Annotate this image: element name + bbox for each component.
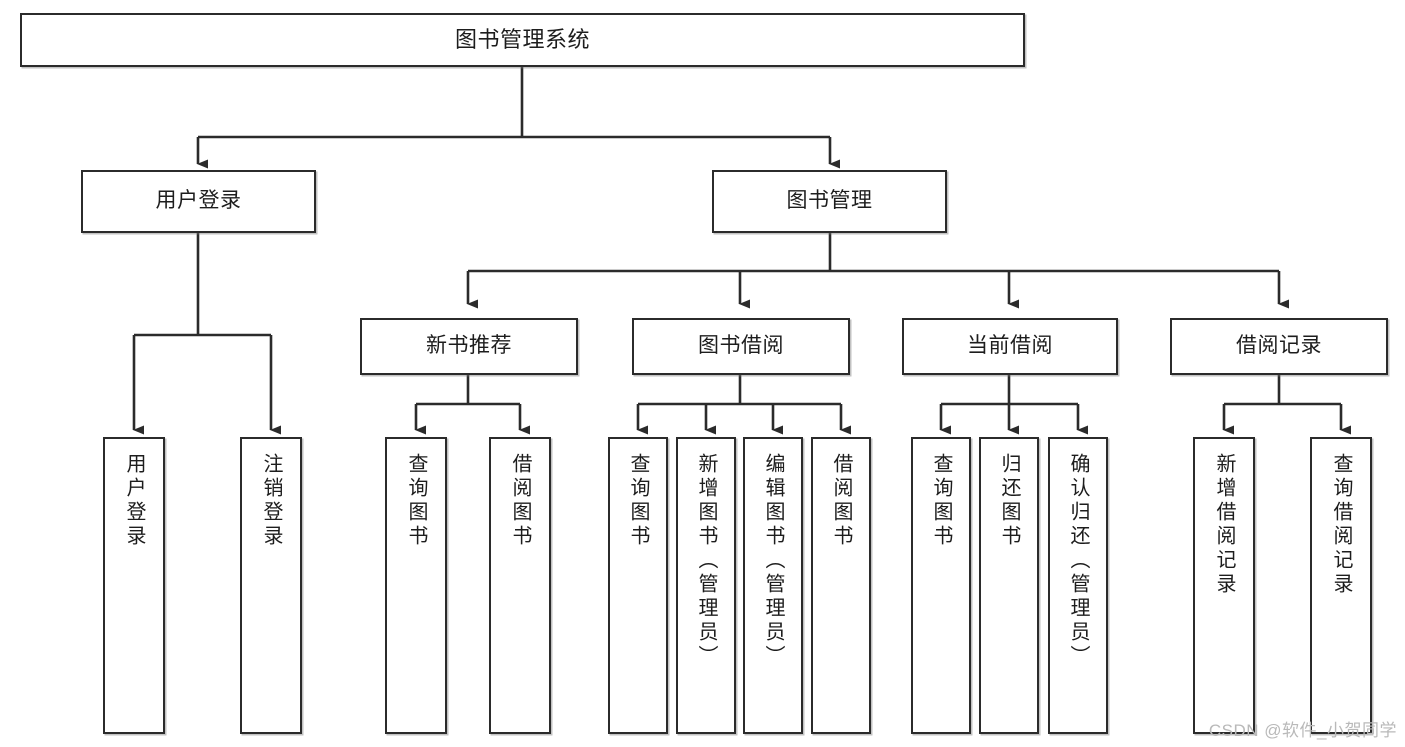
node-borrow-record-label: 借阅记录 — [1236, 334, 1322, 358]
leaf-current-borrow-confirm[interactable]: 确认归还（管理员） — [1048, 437, 1108, 734]
node-current-borrow[interactable]: 当前借阅 — [902, 318, 1118, 375]
node-book-management[interactable]: 图书管理 — [712, 170, 947, 233]
leaf-book-borrow-query[interactable]: 查询图书 — [608, 437, 668, 734]
leaf-label: 编辑图书（管理员） — [762, 453, 784, 669]
node-book-borrow-label: 图书借阅 — [698, 334, 784, 358]
leaf-borrow-record-add[interactable]: 新增借阅记录 — [1193, 437, 1255, 734]
node-user-login[interactable]: 用户登录 — [81, 170, 316, 233]
leaf-user-login-login[interactable]: 用户登录 — [103, 437, 165, 734]
node-root[interactable]: 图书管理系统 — [20, 13, 1025, 67]
node-borrow-record[interactable]: 借阅记录 — [1170, 318, 1388, 375]
node-root-label: 图书管理系统 — [454, 27, 590, 53]
leaf-user-login-logout[interactable]: 注销登录 — [240, 437, 302, 734]
leaf-label: 归还图书 — [998, 453, 1020, 549]
node-book-management-label: 图书管理 — [786, 189, 873, 213]
leaf-label: 借阅图书 — [830, 453, 852, 549]
leaf-label: 查询图书 — [627, 453, 649, 549]
node-new-book-recommend[interactable]: 新书推荐 — [360, 318, 578, 375]
leaf-book-borrow-add[interactable]: 新增图书（管理员） — [676, 437, 736, 734]
leaf-label: 注销登录 — [260, 453, 282, 549]
leaf-borrow-record-query[interactable]: 查询借阅记录 — [1310, 437, 1372, 734]
node-user-login-label: 用户登录 — [155, 189, 242, 213]
leaf-label: 查询借阅记录 — [1330, 453, 1352, 597]
leaf-label: 新增借阅记录 — [1213, 453, 1235, 597]
leaf-label: 借阅图书 — [509, 453, 531, 549]
leaf-label: 用户登录 — [123, 453, 145, 549]
node-current-borrow-label: 当前借阅 — [967, 334, 1053, 358]
node-new-book-recommend-label: 新书推荐 — [426, 334, 512, 358]
leaf-label: 查询图书 — [405, 453, 427, 549]
leaf-book-borrow-borrow[interactable]: 借阅图书 — [811, 437, 871, 734]
leaf-new-book-query[interactable]: 查询图书 — [385, 437, 447, 734]
leaf-label: 确认归还（管理员） — [1067, 453, 1089, 669]
leaf-label: 查询图书 — [930, 453, 952, 549]
leaf-new-book-borrow[interactable]: 借阅图书 — [489, 437, 551, 734]
leaf-current-borrow-return[interactable]: 归还图书 — [979, 437, 1039, 734]
leaf-book-borrow-edit[interactable]: 编辑图书（管理员） — [743, 437, 803, 734]
csdn-watermark: CSDN @软件_小贺同学 — [1208, 721, 1397, 740]
node-book-borrow[interactable]: 图书借阅 — [632, 318, 850, 375]
leaf-current-borrow-query[interactable]: 查询图书 — [911, 437, 971, 734]
leaf-label: 新增图书（管理员） — [695, 453, 717, 669]
